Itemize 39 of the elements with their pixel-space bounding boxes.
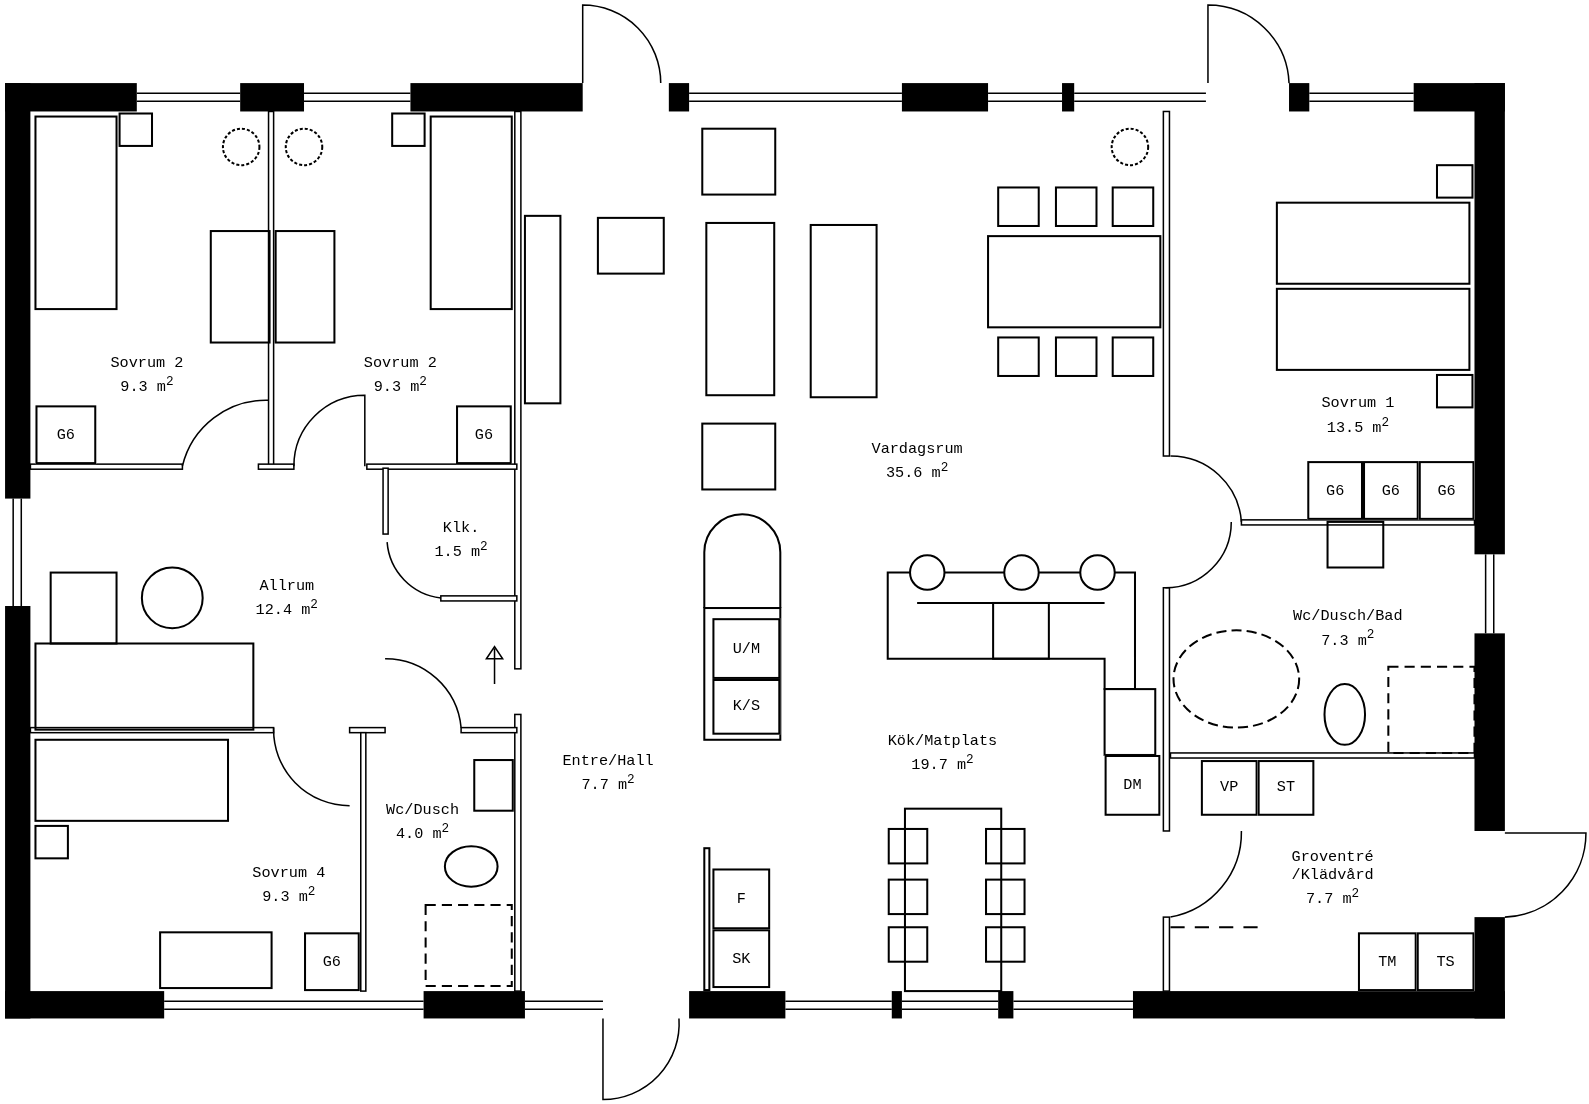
room-name: Entre/Hall [562,752,654,771]
room-area: 7.3 m$^{2}$ [1321,627,1375,650]
cabinet-unit: TS [1416,932,1475,992]
room-area: 7.7 m$^{2}$ [581,772,635,795]
room-name: Sovrum 2 [110,354,184,372]
cabinet-unit: G6 [304,932,360,992]
cabinet-unit: G6 [1363,461,1419,520]
room-area: 13.5 m$^{2}$ [1326,414,1390,437]
cabinet-unit: TM [1357,932,1417,992]
room-area: 9.3 m$^{2}$ [120,373,174,397]
cabinet-unit: DM [1104,755,1161,816]
cabinet-unit: VP [1200,760,1258,816]
room-name: Wc/Dusch [386,801,460,819]
room-name: Sovrum 1 [1321,395,1395,413]
room-name: Klk. [442,519,480,538]
room-area: 9.3 m$^{2}$ [262,883,316,906]
room-area: 35.6 m$^{2}$ [885,460,949,483]
cabinet-unit: G6 [1307,461,1363,520]
room-area: 7.7 m$^{2}$ [1306,885,1360,908]
cabinet-unit: U/M [712,618,781,679]
room-area: 9.3 m$^{2}$ [373,373,427,397]
room-name: Allrum [259,577,315,595]
cabinet-unit: ST [1257,760,1315,816]
room-name: Vardagsrum [871,440,963,459]
cabinet-unit: G6 [1418,461,1475,520]
cabinet-unit: G6 [456,405,512,465]
room-name: Groventré /Klädvård [1290,849,1375,884]
cabinet-unit: K/S [712,678,781,735]
room-name: Kök/Matplats [887,732,998,750]
room-name: Sovrum 4 [252,864,326,882]
cabinet-unit: SK [712,929,771,989]
room-area: 19.7 m$^{2}$ [911,751,974,775]
cabinet-unit: G6 [35,405,97,465]
room-area: 1.5 m$^{2}$ [434,539,488,562]
room-area: 12.4 m$^{2}$ [255,596,318,620]
room-name: Sovrum 2 [363,354,437,372]
room-area: 4.0 m$^{2}$ [395,820,450,844]
room-name: Wc/Dusch/Bad [1293,608,1403,626]
cabinet-unit: F [712,868,771,930]
